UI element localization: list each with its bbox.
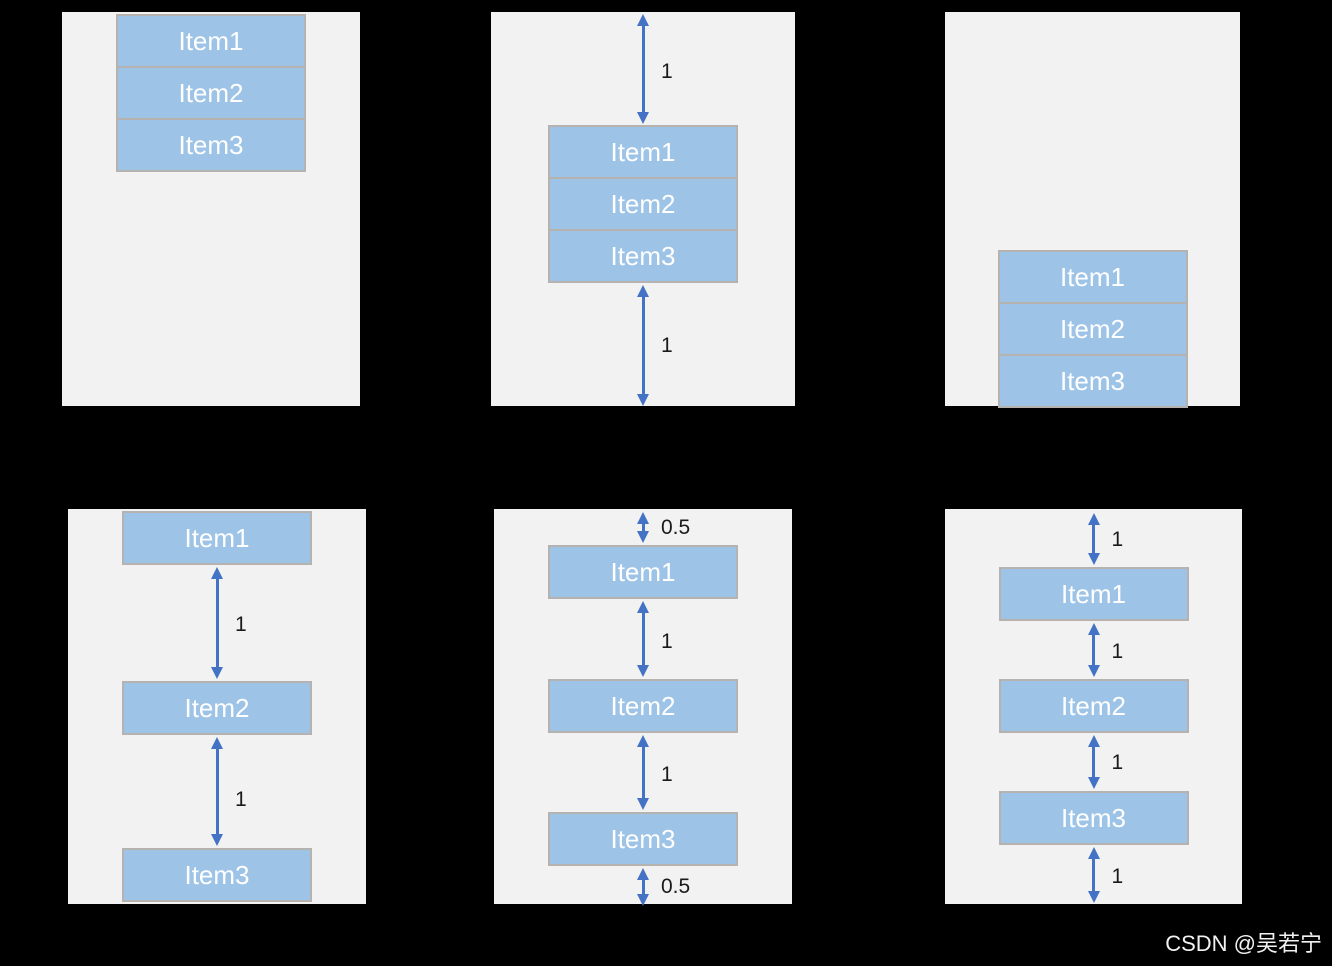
vertical-double-arrow-icon	[636, 868, 650, 906]
flex-item: Item3	[550, 231, 736, 281]
vertical-double-arrow-icon	[210, 567, 224, 679]
arrow-shaft	[1092, 855, 1095, 895]
arrow-shaft	[641, 609, 645, 669]
spacing-value-label: 0.5	[661, 516, 691, 539]
spacing-value-label: 1	[661, 763, 673, 786]
flex-item: Item1	[999, 252, 1186, 302]
flex-item: Item3	[118, 120, 304, 170]
arrow-shaft	[1092, 521, 1095, 557]
vertical-double-arrow-icon	[210, 737, 224, 846]
vertical-double-arrow-icon	[1087, 513, 1101, 565]
panel-space-evenly: 1 Item1 1 Item2 1 Item3 1	[945, 509, 1242, 904]
flex-item: Item2	[548, 679, 738, 733]
vertical-double-arrow-icon	[636, 285, 650, 406]
spacing-value-label: 1	[1111, 528, 1124, 551]
spacing-value-label: 1	[235, 788, 247, 811]
flex-item: Item2	[122, 681, 312, 735]
item-stack: Item1 Item2 Item3	[116, 14, 306, 172]
flex-item: Item1	[548, 545, 738, 599]
spacing-value-label: 1	[235, 613, 247, 636]
spacing-value-label: 0.5	[661, 875, 691, 898]
arrow-shaft	[215, 575, 219, 671]
flex-item: Item1	[550, 127, 736, 177]
item-stack: Item1 Item2 Item3	[997, 250, 1188, 408]
spacing-value-label: 1	[661, 334, 673, 357]
panel-space-between: Item1 1 Item2 1 Item3	[68, 509, 366, 904]
arrow-shaft	[641, 293, 645, 398]
spacing-value-label: 1	[661, 630, 673, 653]
arrow-shaft	[215, 745, 219, 838]
arrow-shaft	[641, 876, 645, 898]
panel-flex-end: Item1 Item2 Item3	[945, 12, 1240, 408]
panel-space-around: 0.5 Item1 1 Item2 1 Item3 0.5	[494, 509, 792, 906]
arrow-shaft	[1092, 743, 1095, 781]
flex-item: Item3	[998, 791, 1189, 845]
arrow-shaft	[641, 520, 645, 535]
vertical-double-arrow-icon	[636, 14, 650, 124]
vertical-double-arrow-icon	[1087, 847, 1101, 903]
watermark: CSDN @吴若宁	[1165, 931, 1322, 956]
arrow-shaft	[641, 22, 645, 116]
spacing-value-label: 1	[1111, 865, 1124, 888]
flex-item: Item2	[118, 68, 304, 118]
spacing-value-label: 1	[1111, 640, 1124, 663]
flex-item: Item2	[999, 304, 1186, 354]
flex-item: Item3	[122, 848, 312, 902]
flex-item: Item2	[550, 179, 736, 229]
spacing-value-label: 1	[661, 60, 673, 83]
vertical-double-arrow-icon	[636, 735, 650, 810]
panel-center: 1 Item1 Item2 Item3 1	[491, 12, 795, 406]
panel-flex-start: Item1 Item2 Item3	[62, 12, 360, 406]
flex-item: Item2	[998, 679, 1189, 733]
vertical-double-arrow-icon	[636, 601, 650, 677]
flex-item: Item3	[999, 356, 1186, 406]
vertical-double-arrow-icon	[636, 512, 650, 543]
spacing-value-label: 1	[1111, 751, 1124, 774]
flex-item: Item1	[118, 16, 304, 66]
vertical-double-arrow-icon	[1087, 623, 1101, 677]
item-stack: Item1 Item2 Item3	[548, 125, 738, 283]
arrow-shaft	[1092, 631, 1095, 669]
vertical-double-arrow-icon	[1087, 735, 1101, 789]
flex-item: Item1	[998, 567, 1189, 621]
arrow-shaft	[641, 743, 645, 802]
flex-item: Item1	[122, 511, 312, 565]
flex-item: Item3	[548, 812, 738, 866]
